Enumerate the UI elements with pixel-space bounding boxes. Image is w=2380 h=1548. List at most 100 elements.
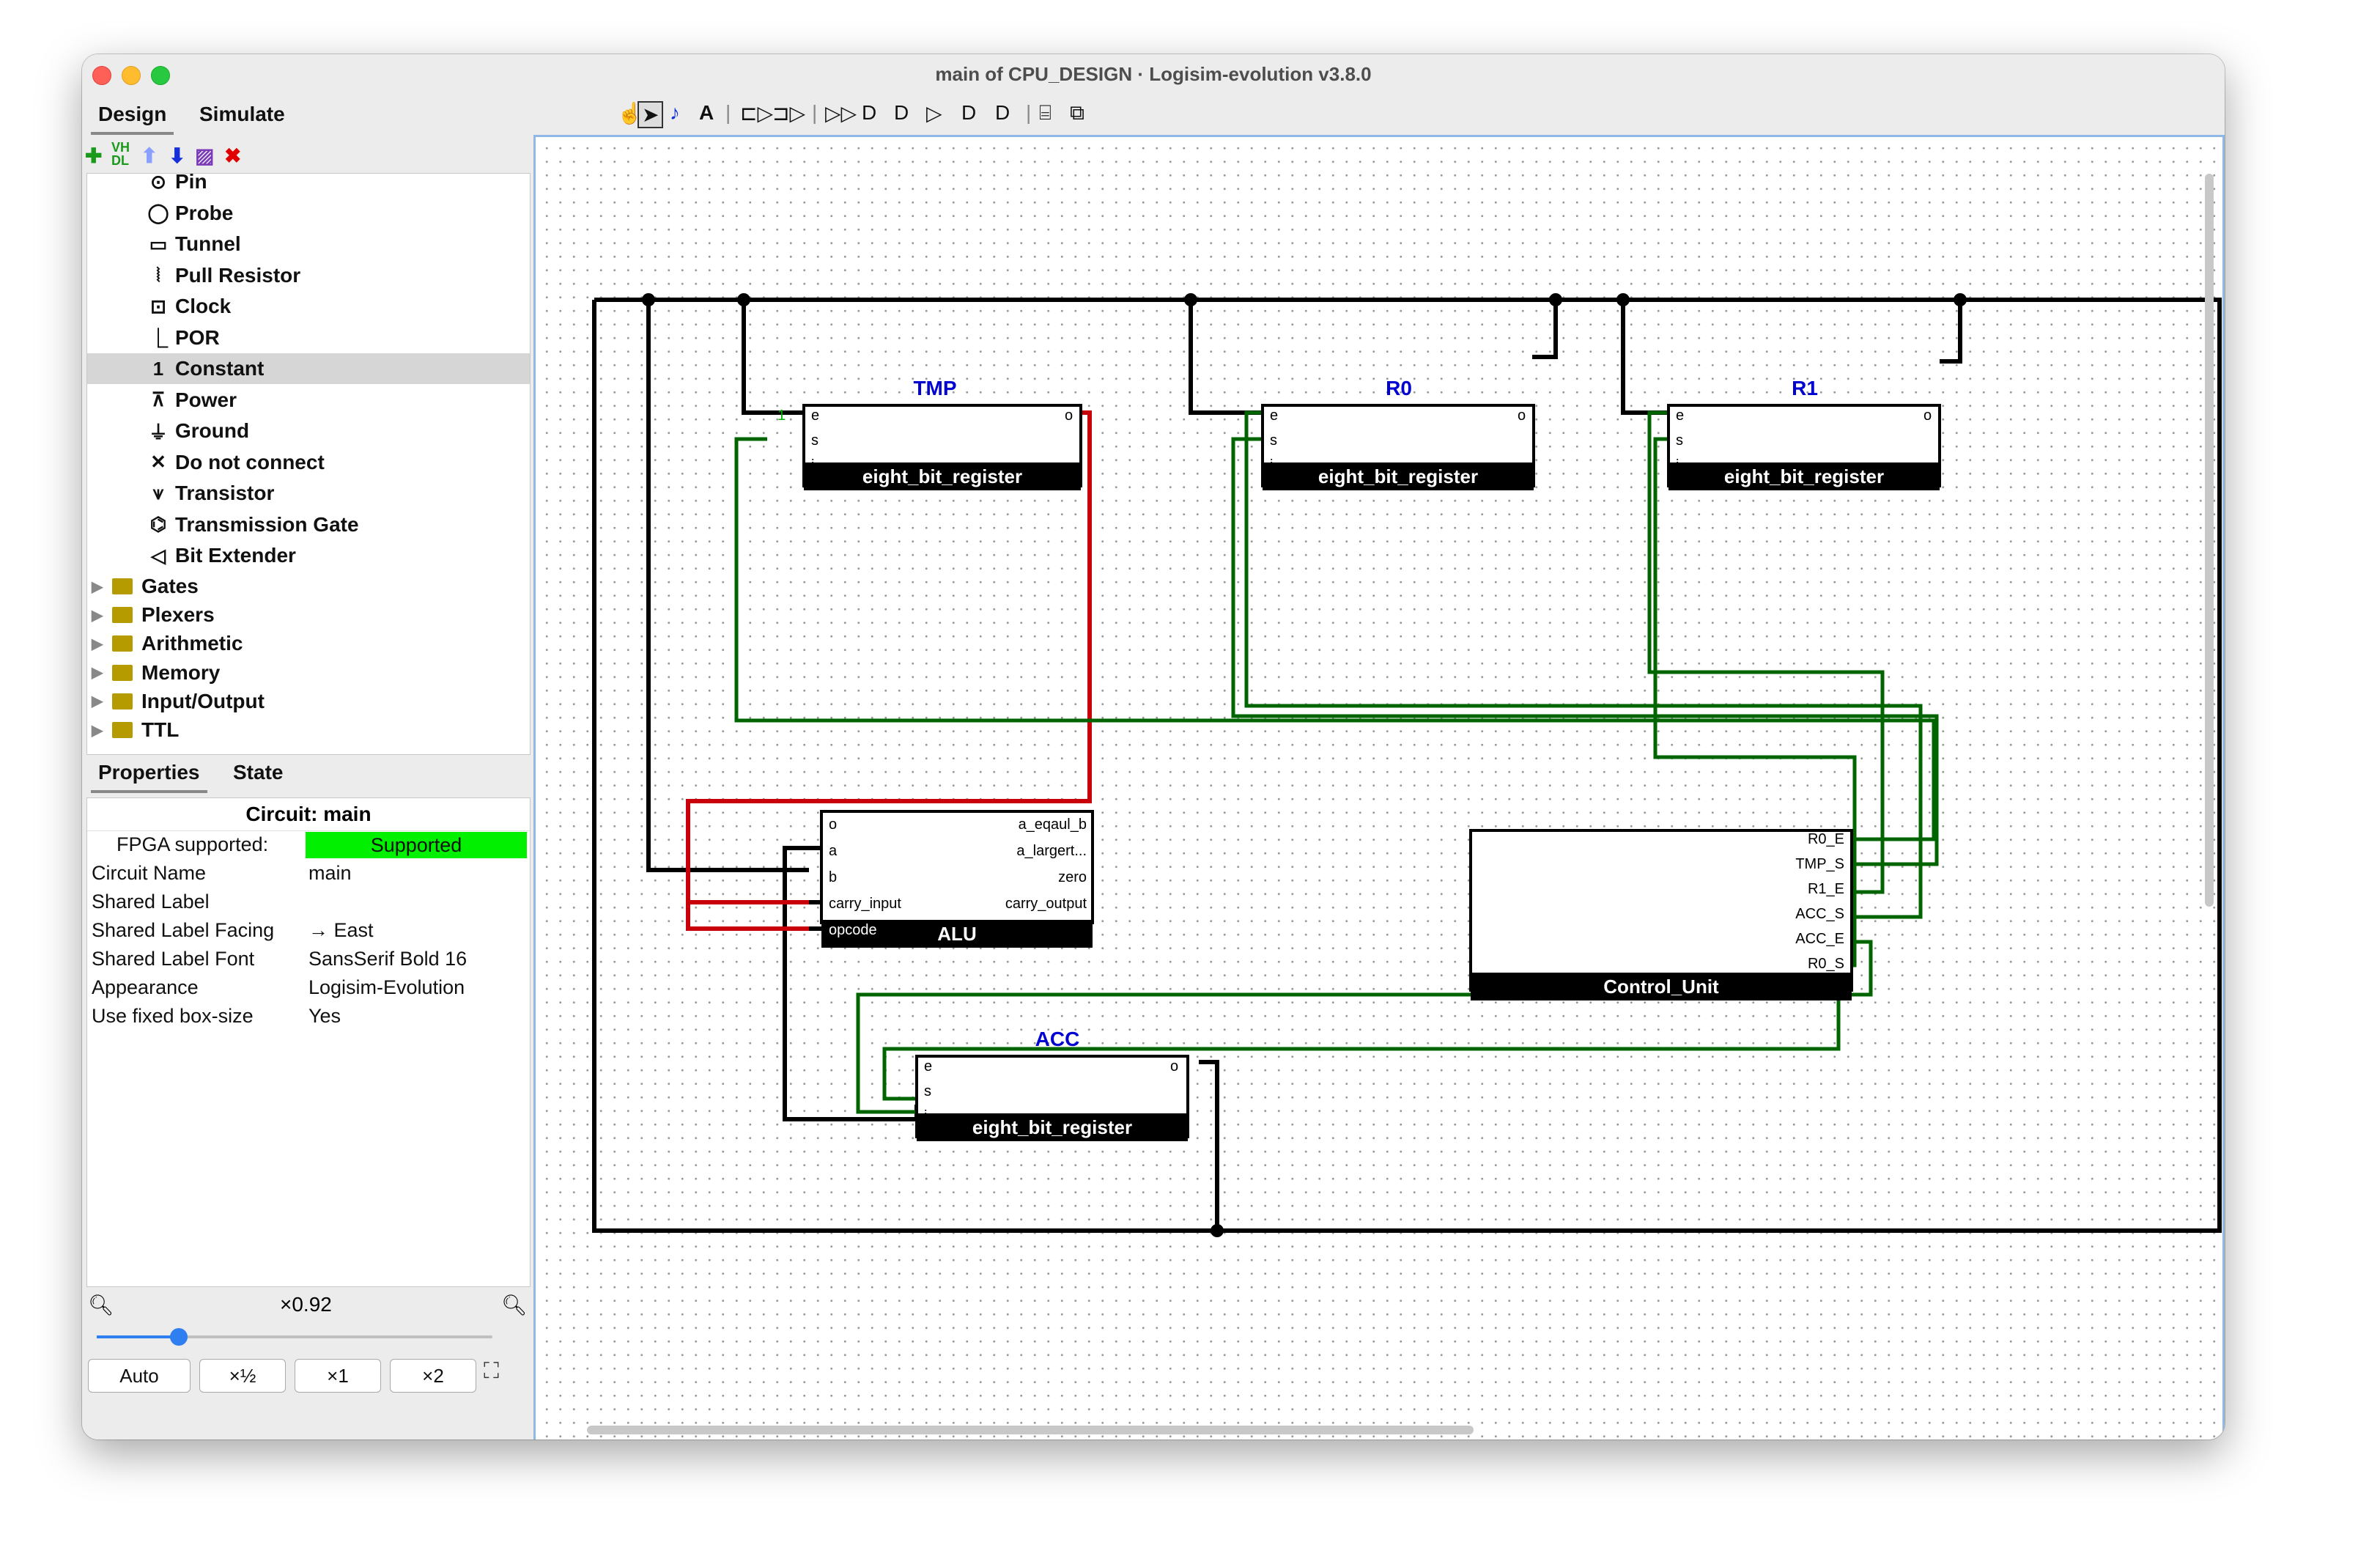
tree-item-pull-resistor[interactable]: ⦚Pull Resistor xyxy=(87,260,530,291)
zoom-2x-button[interactable]: ×2 xyxy=(390,1359,476,1393)
and-gate-icon[interactable]: D xyxy=(862,101,877,124)
control-unit-block[interactable]: Control_Unit R0_E TMP_S R1_E ACC_S ACC_E… xyxy=(1469,829,1853,1000)
property-value[interactable]: main xyxy=(308,862,352,884)
subcircuit-tool-icon[interactable]: ⌸ xyxy=(1039,101,1052,124)
or-gate-icon[interactable]: D xyxy=(894,101,909,124)
tree-item-ground[interactable]: ⏚Ground xyxy=(87,416,530,446)
text-tool-icon[interactable]: A xyxy=(699,101,714,124)
property-value[interactable]: Yes xyxy=(308,1005,341,1027)
property-value[interactable]: SansSerif Bold 16 xyxy=(308,948,468,970)
horizontal-scrollbar[interactable] xyxy=(587,1426,1474,1434)
fit-view-icon[interactable]: ⛶ xyxy=(484,1359,499,1383)
edit-appearance-icon[interactable]: ▨ xyxy=(195,144,215,167)
input-pin-tool-icon[interactable]: ⊏▷ xyxy=(740,102,773,125)
property-row[interactable]: Shared Label Facing→ East xyxy=(87,916,530,946)
pin-s: s xyxy=(1676,432,1683,449)
zoom-slider-track[interactable] xyxy=(97,1328,492,1346)
move-down-icon[interactable]: ⬇ xyxy=(169,144,186,167)
expand-arrow-icon[interactable]: ▶ xyxy=(92,693,103,710)
property-value[interactable]: → East xyxy=(308,919,374,941)
minimize-window-button[interactable] xyxy=(122,66,141,85)
wiring-tool-icon[interactable]: ♪ xyxy=(670,101,680,124)
vertical-scrollbar[interactable] xyxy=(2205,174,2214,907)
wire-alu-output-red[interactable] xyxy=(686,410,1092,931)
select-tool-icon[interactable]: ➤ xyxy=(638,101,664,128)
tree-item-tunnel[interactable]: ▭Tunnel xyxy=(87,229,530,259)
zoom-auto-button[interactable]: Auto xyxy=(88,1359,191,1393)
tab-simulate[interactable]: Simulate xyxy=(199,103,285,125)
circuit-canvas[interactable]: TMP eight_bit_register e s i o 1 R0 eigh… xyxy=(533,135,2225,1440)
nand-gate-icon[interactable]: D xyxy=(995,101,1010,124)
tree-item-transistor[interactable]: ⩛Transistor xyxy=(87,478,530,509)
tree-item-label: Tunnel xyxy=(175,232,241,255)
zoom-half-button[interactable]: ×½ xyxy=(199,1359,286,1393)
tab-state[interactable]: State xyxy=(233,761,284,784)
property-row[interactable]: Shared Label xyxy=(87,888,530,917)
register-r1[interactable]: R1 eight_bit_register e s i o xyxy=(1667,377,1941,490)
tree-folder-arithmetic[interactable]: ▶ Arithmetic xyxy=(92,629,243,658)
output-pin-tool-icon[interactable]: ⊐▷ xyxy=(772,102,805,125)
not-gate-icon[interactable]: ▷ xyxy=(926,102,942,125)
zoom-1x-button[interactable]: ×1 xyxy=(295,1359,381,1393)
expand-arrow-icon[interactable]: ▶ xyxy=(92,578,103,595)
expand-arrow-icon[interactable]: ▶ xyxy=(92,665,103,682)
property-value[interactable]: Logisim-Evolution xyxy=(308,976,465,998)
folder-icon xyxy=(112,693,133,710)
tree-item-power[interactable]: ⊼Power xyxy=(87,385,530,416)
property-row[interactable]: FPGA supported:Supported xyxy=(87,830,530,860)
maximize-window-button[interactable] xyxy=(151,66,170,85)
tree-folder-input-output[interactable]: ▶Input/Output xyxy=(92,687,265,716)
close-window-button[interactable] xyxy=(92,66,111,85)
tree-item-probe[interactable]: ◯Probe xyxy=(87,198,530,229)
expand-arrow-icon[interactable]: ▶ xyxy=(92,607,103,624)
register-r0[interactable]: R0 eight_bit_register e s i o xyxy=(1261,377,1535,490)
tree-folder-memory[interactable]: ▶Memory xyxy=(92,658,220,688)
tree-folder-label: Gates xyxy=(141,575,199,597)
add-circuit-icon[interactable]: ✚ xyxy=(85,144,103,167)
tree-folder-plexers[interactable]: ▶Plexers xyxy=(92,600,215,630)
expand-arrow-icon[interactable]: ▶ xyxy=(92,635,103,652)
tree-item-label: Ground xyxy=(175,419,250,442)
zoom-panel: 🔍︎ ×0.92 🔍︎ Auto ×½ ×1 ×2 ⛶ xyxy=(82,1286,531,1440)
pin-e: e xyxy=(811,408,819,424)
zoom-slider-thumb[interactable] xyxy=(170,1328,188,1346)
tree-item-pin[interactable]: ⊙Pin xyxy=(87,174,530,197)
xor-gate-icon[interactable]: D xyxy=(961,101,977,124)
register-name: eight_bit_register xyxy=(972,1116,1132,1138)
delete-circuit-icon[interactable]: ✖ xyxy=(224,144,242,167)
constant-value: 1 xyxy=(777,408,786,424)
expand-arrow-icon[interactable]: ▶ xyxy=(92,722,103,739)
register-tmp[interactable]: TMP eight_bit_register e s i o 1 xyxy=(777,377,1082,490)
tree-folder-ttl[interactable]: ▶TTL xyxy=(92,715,179,745)
register-acc[interactable]: ACC eight_bit_register e s i o xyxy=(915,1028,1189,1141)
register-name: eight_bit_register xyxy=(1724,465,1884,487)
buffer-gate-icon[interactable]: ▷▷ xyxy=(825,102,857,125)
tab-design[interactable]: Design xyxy=(91,103,174,135)
alu-block[interactable]: ALU o a b carry_input opcode a_eqaul_b a… xyxy=(820,810,1094,948)
register-name: eight_bit_register xyxy=(862,465,1022,487)
tree-folder-label: Arithmetic xyxy=(141,632,243,655)
circuit-diagram[interactable]: TMP eight_bit_register e s i o 1 R0 eigh… xyxy=(536,137,2222,1440)
zoom-out-icon[interactable]: 🔍︎ xyxy=(88,1294,114,1316)
subcircuit-alt-tool-icon[interactable]: ⧉ xyxy=(1070,101,1084,124)
zoom-in-icon[interactable]: 🔍︎ xyxy=(501,1294,528,1316)
tree-item-do-not-connect[interactable]: ✕Do not connect xyxy=(87,447,530,478)
tree-item-label: Pull Resistor xyxy=(175,263,301,287)
do-not-connect-icon: ✕ xyxy=(150,451,166,473)
tree-item-clock[interactable]: ⊡Clock xyxy=(87,291,530,322)
move-up-icon[interactable]: ⬆ xyxy=(141,144,158,167)
zoom-level: ×0.92 xyxy=(280,1293,332,1316)
tree-item-por[interactable]: ⎿POR xyxy=(87,322,530,353)
tree-folder-gates[interactable]: ▶ Gates xyxy=(92,572,199,601)
tree-item-bit-extender[interactable]: ◁Bit Extender xyxy=(87,540,530,571)
tab-properties[interactable]: Properties xyxy=(91,761,207,793)
tree-item-transmission-gate[interactable]: ⌬Transmission Gate xyxy=(87,509,530,540)
wire-control-green[interactable] xyxy=(734,410,1939,1114)
cu-pin-r1-e: R1_E xyxy=(1808,881,1844,897)
